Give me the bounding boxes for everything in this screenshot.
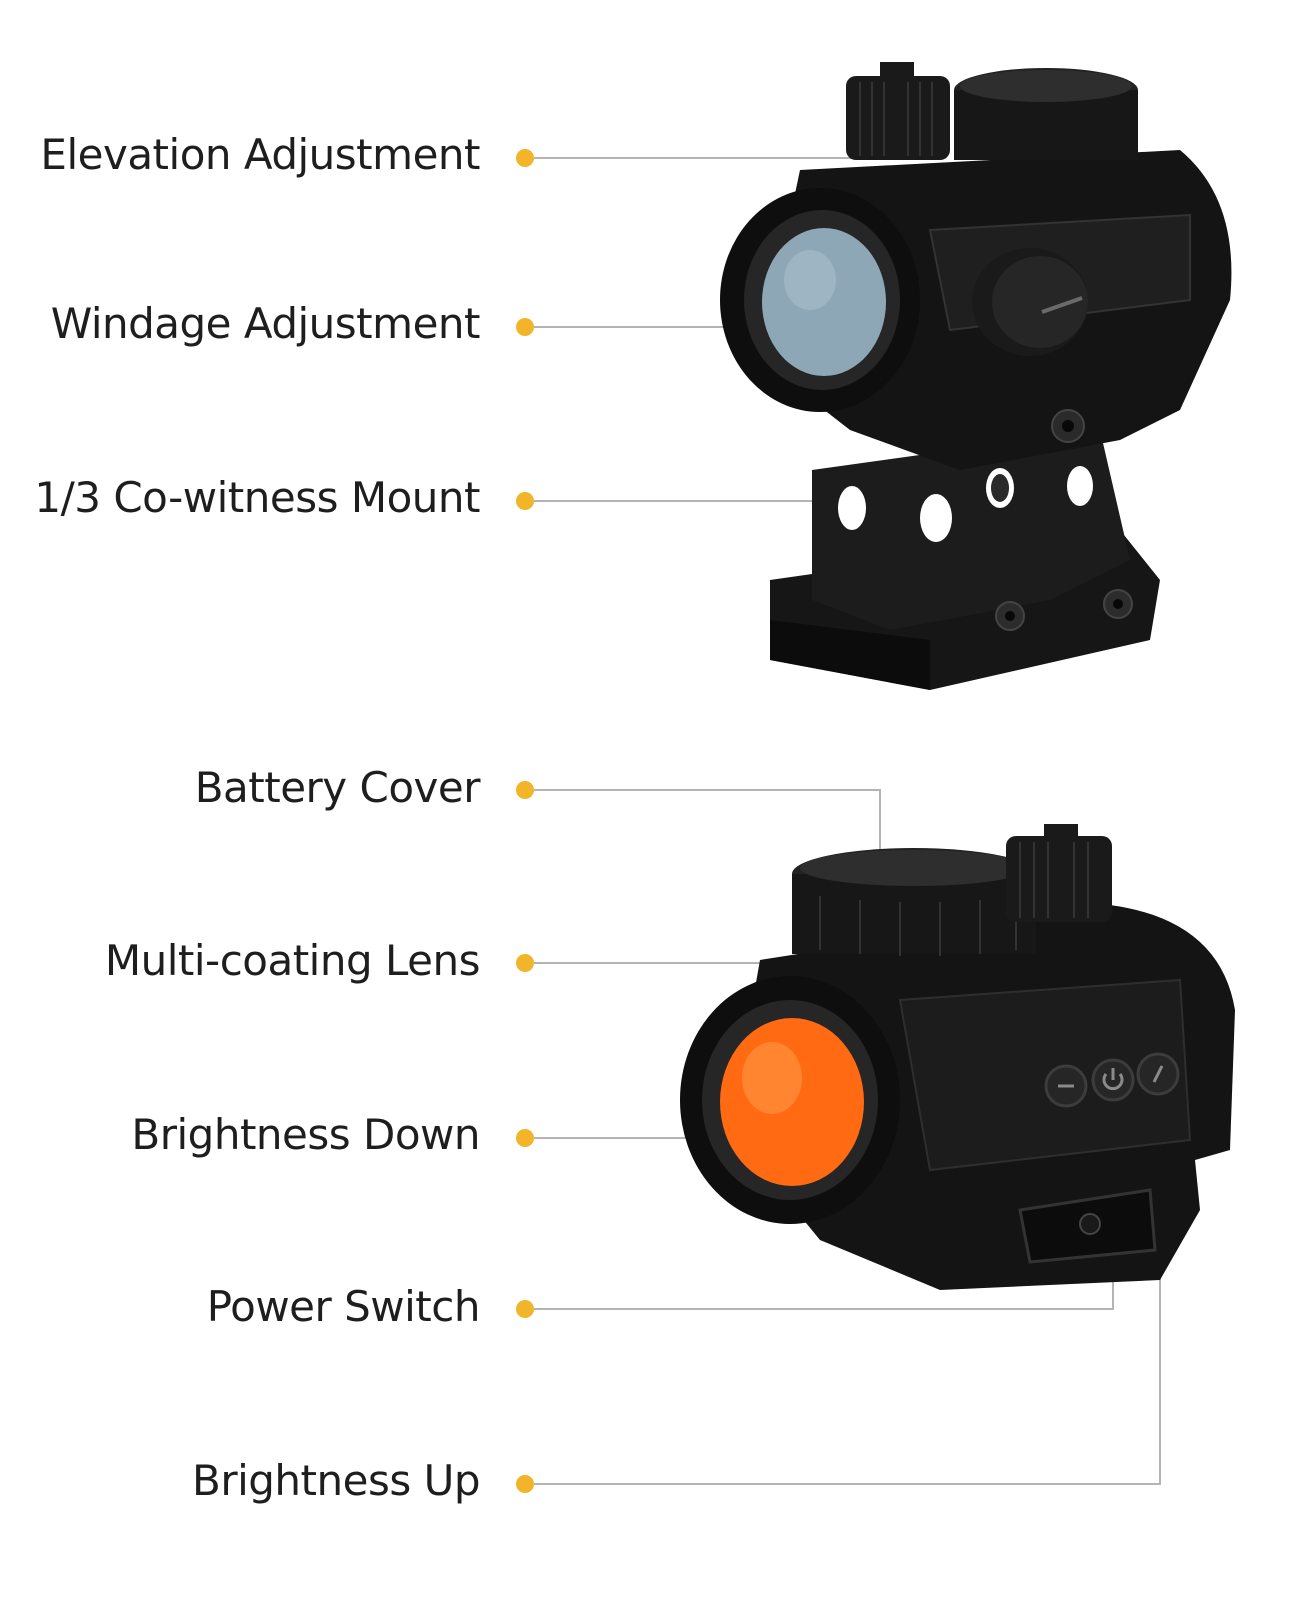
battery-cover: [792, 848, 1036, 956]
callout-dot: [516, 781, 534, 799]
plus-icon: [1152, 1065, 1164, 1083]
label-battery-cover: Battery Cover: [194, 763, 481, 812]
windage-knob: [972, 248, 1088, 356]
leader-battery-cover: [534, 789, 881, 858]
callout-dot: [516, 954, 534, 972]
elevation-knob-rear: [1006, 824, 1112, 922]
callout-dot: [516, 1300, 534, 1318]
label-power-switch: Power Switch: [206, 1282, 481, 1331]
battery-cap: [954, 68, 1138, 160]
label-multi-coating-lens: Multi-coating Lens: [104, 936, 481, 985]
control-buttons: [1044, 1052, 1180, 1108]
callout-dot: [516, 1129, 534, 1147]
label-brightness-down: Brightness Down: [131, 1110, 480, 1159]
callout-dot: [516, 149, 534, 167]
power-icon: [1102, 1068, 1124, 1091]
elevation-knob: [846, 62, 950, 160]
co-witness-mount: [770, 430, 1160, 690]
multi-coating-lens: [680, 976, 900, 1224]
label-co-witness-mount: 1/3 Co-witness Mount: [34, 473, 480, 522]
label-elevation-adjustment: Elevation Adjustment: [40, 130, 480, 179]
front-lens: [720, 188, 920, 412]
label-brightness-up: Brightness Up: [192, 1456, 480, 1505]
callout-dot: [516, 318, 534, 336]
label-windage-adjustment: Windage Adjustment: [50, 299, 481, 348]
callout-dot: [516, 1475, 534, 1493]
callout-dot: [516, 492, 534, 510]
